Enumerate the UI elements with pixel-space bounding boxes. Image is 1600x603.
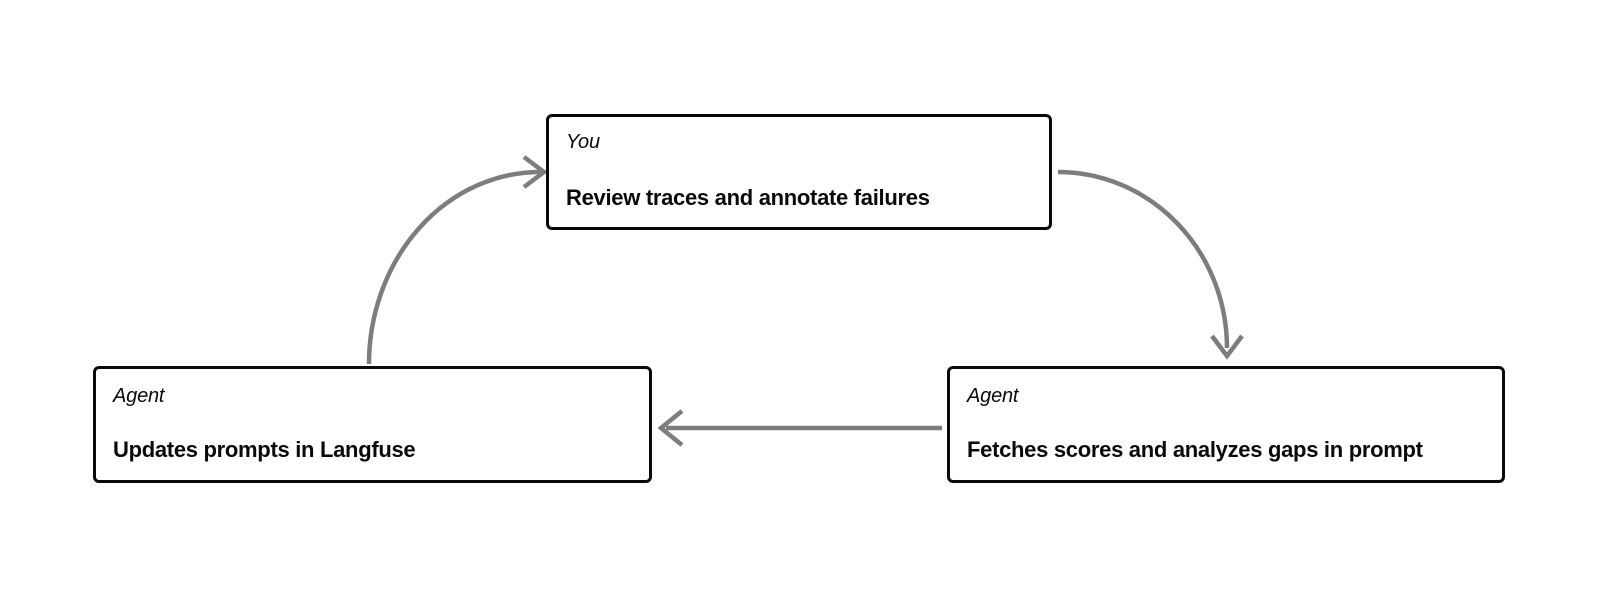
node-role-label: Agent [967, 385, 1019, 407]
arrowhead-left-icon [657, 409, 684, 447]
node-role-label: Agent [113, 385, 165, 407]
node-title: Updates prompts in Langfuse [113, 437, 416, 462]
arrowhead-right-icon [522, 155, 548, 189]
node-title: Review traces and annotate failures [566, 185, 930, 210]
node-agent-updates: Agent Updates prompts in Langfuse [93, 366, 652, 483]
arrowhead-down-icon [1210, 334, 1244, 360]
edge-review-to-fetches [1057, 169, 1230, 349]
node-agent-fetches: Agent Fetches scores and analyzes gaps i… [947, 366, 1505, 483]
node-title: Fetches scores and analyzes gaps in prom… [967, 437, 1423, 462]
node-you-review: You Review traces and annotate failures [546, 114, 1052, 230]
node-role-label: You [566, 131, 600, 153]
edge-updates-to-review [366, 169, 541, 365]
